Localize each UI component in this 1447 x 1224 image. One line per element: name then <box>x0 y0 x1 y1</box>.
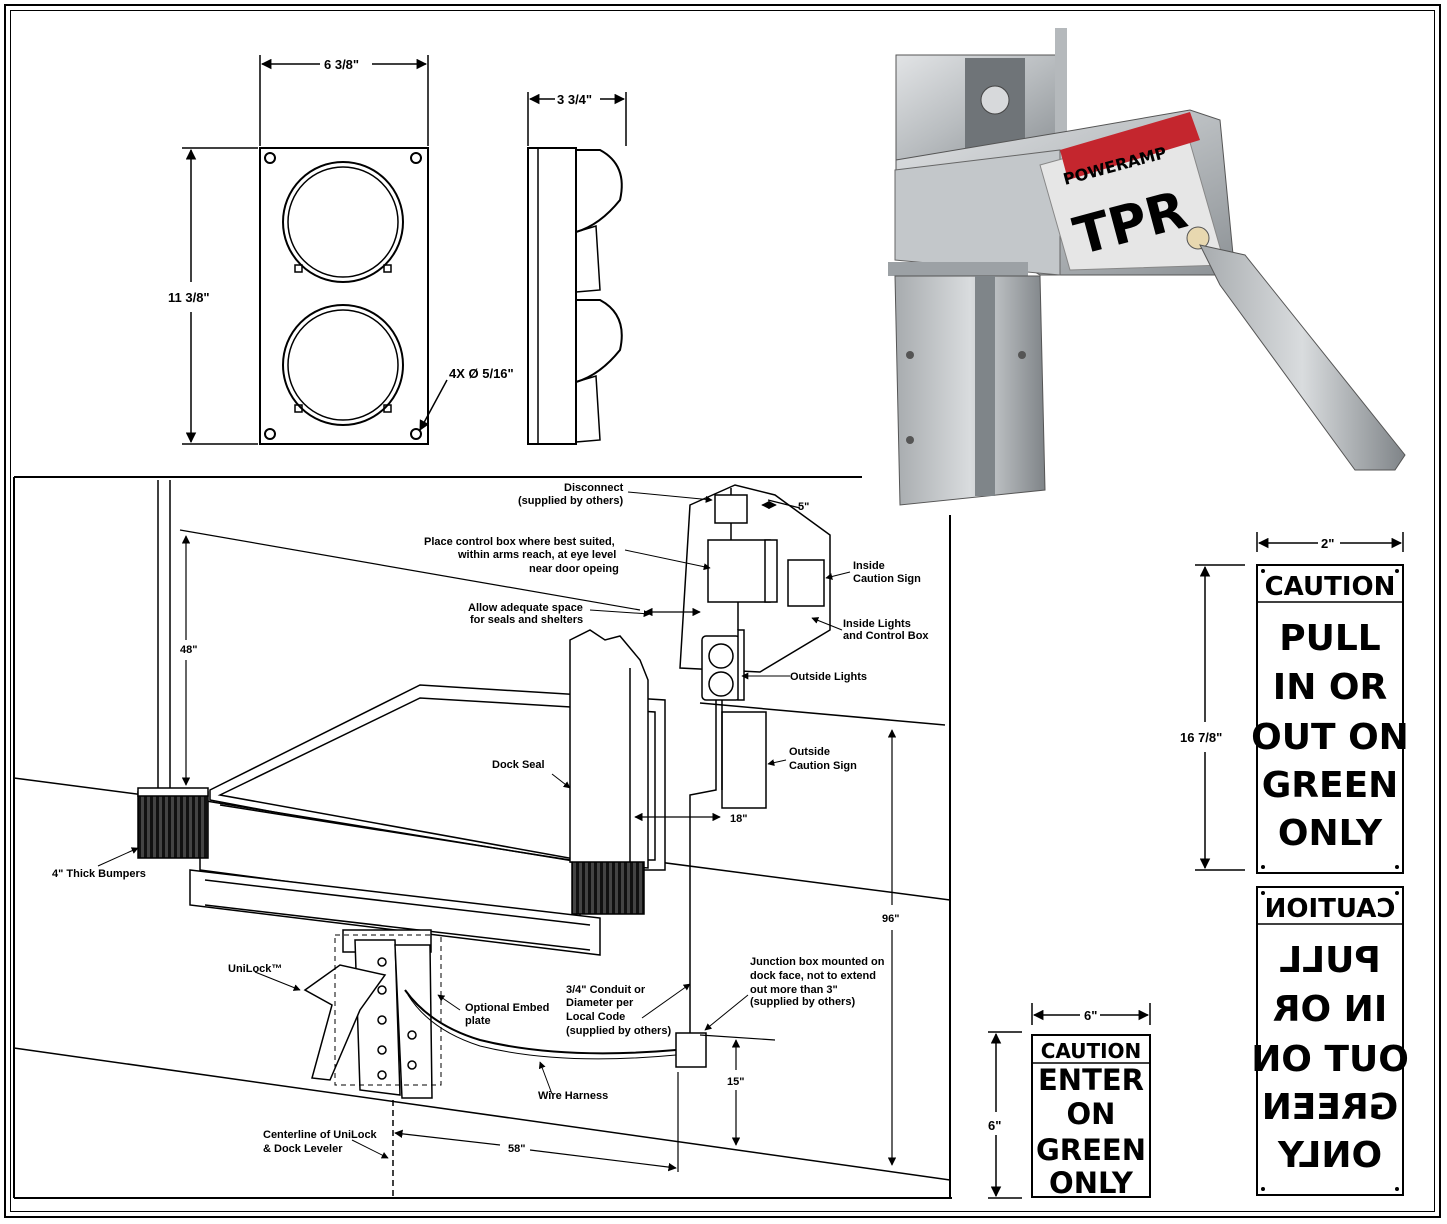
dim-15: 15" <box>727 1076 744 1088</box>
dock-layout-dimensions <box>179 499 897 1172</box>
label-inside-lights-2: and Control Box <box>843 630 929 642</box>
main-sign-line-5: ONLY <box>1278 813 1383 854</box>
dim-5: 5" <box>798 501 809 513</box>
mirror-sign-line-5: ONLY <box>1277 1135 1382 1176</box>
label-junction-2: dock face, not to extend <box>750 970 876 982</box>
label-inside-caution-1: Inside <box>853 560 885 572</box>
dim-18: 18" <box>730 813 747 825</box>
small-sign-height-dim: 6" <box>988 1118 1001 1133</box>
light-side-view <box>527 92 627 445</box>
label-allow-space-1: Allow adequate space <box>468 602 583 614</box>
label-conduit-1: 3/4" Conduit or <box>566 984 646 996</box>
label-allow-space-2: for seals and shelters <box>470 614 583 626</box>
caution-sign-mirror <box>1256 886 1404 1196</box>
unilock-photo: POWERAMP TPR <box>888 28 1406 506</box>
label-bumpers: 4" Thick Bumpers <box>52 868 146 880</box>
label-embed-2: plate <box>465 1015 491 1027</box>
label-outside-lights: Outside Lights <box>790 671 867 683</box>
main-sign-line-1: PULL <box>1279 618 1381 659</box>
label-control-box-3: near door opeing <box>529 563 619 575</box>
label-centerline-2: & Dock Leveler <box>263 1143 343 1155</box>
main-sign-header: CAUTION <box>1265 572 1396 602</box>
mirror-text-group: CAUTION PULL IN OR OUT ON GREEN ONLY <box>1251 894 1409 1176</box>
label-junction-1: Junction box mounted on <box>750 956 885 968</box>
small-sign-line-2: ON <box>1067 1097 1116 1131</box>
mirror-sign-line-4: GREEN <box>1262 1087 1399 1128</box>
inner-frame <box>10 10 1435 1212</box>
label-conduit-2: Diameter per <box>566 997 634 1009</box>
main-sign-line-3: OUT ON <box>1251 717 1409 758</box>
light-front-view <box>182 55 448 445</box>
light-hole-dim: 4X Ø 5/16" <box>449 366 514 381</box>
label-conduit-3: Local Code <box>566 1011 625 1023</box>
label-unilock: UniLock™ <box>228 963 282 975</box>
mirror-sign-line-3: OUT ON <box>1251 1039 1409 1080</box>
mirror-sign-line-1: PULL <box>1279 940 1381 981</box>
caution-sign-small <box>988 1003 1151 1199</box>
label-embed-1: Optional Embed <box>465 1002 549 1014</box>
main-sign-height-dim: 16 7/8" <box>1180 730 1222 745</box>
outer-frame <box>4 4 1441 1218</box>
small-sign-line-3: GREEN <box>1036 1133 1146 1167</box>
light-depth-dim: 3 3/4" <box>557 92 592 107</box>
light-width-dim: 6 3/8" <box>324 57 359 72</box>
label-control-box-1: Place control box where best suited, <box>424 536 615 548</box>
label-junction-4: (supplied by others) <box>750 996 855 1008</box>
main-sign-line-4: GREEN <box>1262 765 1399 806</box>
small-sign-header: CAUTION <box>1041 1039 1142 1063</box>
mirror-sign-line-2: IN OR <box>1273 989 1387 1030</box>
main-sign-line-2: IN OR <box>1273 667 1387 708</box>
label-dock-seal: Dock Seal <box>492 759 545 771</box>
mirror-sign-header: CAUTION <box>1265 894 1396 924</box>
label-disconnect: Disconnect <box>564 482 624 494</box>
label-inside-lights-1: Inside Lights <box>843 618 911 630</box>
main-sign-width-dim: 2" <box>1321 536 1334 551</box>
label-control-box-2: within arms reach, at eye level <box>457 549 616 561</box>
label-conduit-4: (supplied by others) <box>566 1025 671 1037</box>
label-outside-caution-1: Outside <box>789 746 830 758</box>
dim-58: 58" <box>508 1143 525 1155</box>
dim-96: 96" <box>882 913 899 925</box>
label-wire-harness: Wire Harness <box>538 1090 608 1102</box>
dock-layout-drawing <box>13 480 951 1198</box>
dock-layout-frame <box>13 476 952 1199</box>
dock-layout-leaders <box>97 491 851 1159</box>
small-sign-line-1: ENTER <box>1038 1063 1144 1097</box>
small-sign-width-dim: 6" <box>1084 1008 1097 1023</box>
small-sign-line-4: ONLY <box>1049 1166 1134 1200</box>
caution-sign-main <box>1195 532 1404 874</box>
label-inside-caution-2: Caution Sign <box>853 573 921 585</box>
label-outside-caution-2: Caution Sign <box>789 760 857 772</box>
dim-48: 48" <box>180 644 197 656</box>
label-junction-3: out more than 3" <box>750 984 838 996</box>
label-centerline-1: Centerline of UniLock <box>263 1129 378 1141</box>
label-disconnect-sub: (supplied by others) <box>518 495 623 507</box>
light-height-dim: 11 3/8" <box>168 290 210 305</box>
